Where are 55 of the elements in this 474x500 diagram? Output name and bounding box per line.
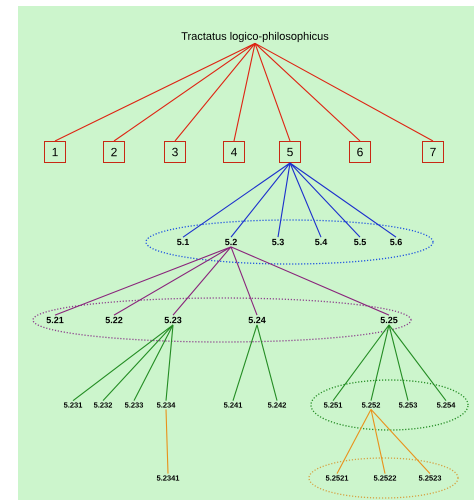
section-number: 5.3 [272, 238, 284, 246]
connector-line [336, 409, 372, 474]
connector-line [54, 246, 232, 316]
dotted-ellipse [310, 379, 469, 431]
connector-line [290, 162, 396, 238]
section-number: 5.24 [248, 316, 266, 324]
connector-line [388, 324, 409, 401]
section-number: 5.6 [390, 238, 402, 246]
connector-line [230, 246, 258, 316]
number-box: 6 [349, 141, 371, 163]
number-box: 4 [223, 141, 245, 163]
connector-line [230, 246, 390, 316]
connector-line [114, 42, 256, 142]
connector-line [172, 246, 232, 316]
connector-line [370, 408, 430, 474]
connector-line [233, 43, 256, 142]
connector-line [102, 324, 174, 402]
connector-line [230, 162, 290, 238]
connector-line [232, 324, 258, 401]
dotted-ellipse [308, 457, 459, 499]
connector-line [277, 162, 291, 238]
section-number: 5.21 [46, 316, 64, 324]
number-box: 7 [422, 141, 444, 163]
connector-line [165, 409, 169, 474]
section-number: 5.2 [225, 238, 237, 246]
title: Tractatus logico-philosophicus [181, 32, 328, 42]
section-number: 5.1 [177, 238, 189, 246]
number-box: 2 [103, 141, 125, 163]
number-box: 5 [279, 141, 301, 163]
connector-line [54, 42, 256, 142]
connector-line [254, 42, 360, 142]
number-box: 3 [164, 141, 186, 163]
connector-line [254, 43, 291, 142]
connector-line [72, 324, 174, 402]
connector-line [254, 42, 434, 142]
connector-line [370, 324, 390, 401]
dotted-ellipse [145, 219, 434, 265]
connector-line [165, 324, 174, 401]
section-number: 5.22 [106, 316, 122, 324]
section-number: 5.5 [354, 238, 366, 246]
number-box: 1 [44, 141, 66, 163]
dotted-ellipse [32, 297, 412, 343]
connector-line [256, 324, 278, 401]
section-number: 5.23 [164, 316, 182, 324]
connector-line [134, 324, 174, 401]
connector-line [332, 324, 390, 401]
section-number: 5.25 [380, 316, 398, 324]
connector-line [290, 162, 322, 238]
connector-line [290, 162, 360, 238]
connector-line [182, 162, 290, 238]
section-number: 5.4 [315, 238, 328, 246]
connector-line [388, 324, 446, 401]
connector-line [370, 409, 386, 474]
connector-line [174, 42, 256, 142]
connector-line [114, 246, 232, 316]
